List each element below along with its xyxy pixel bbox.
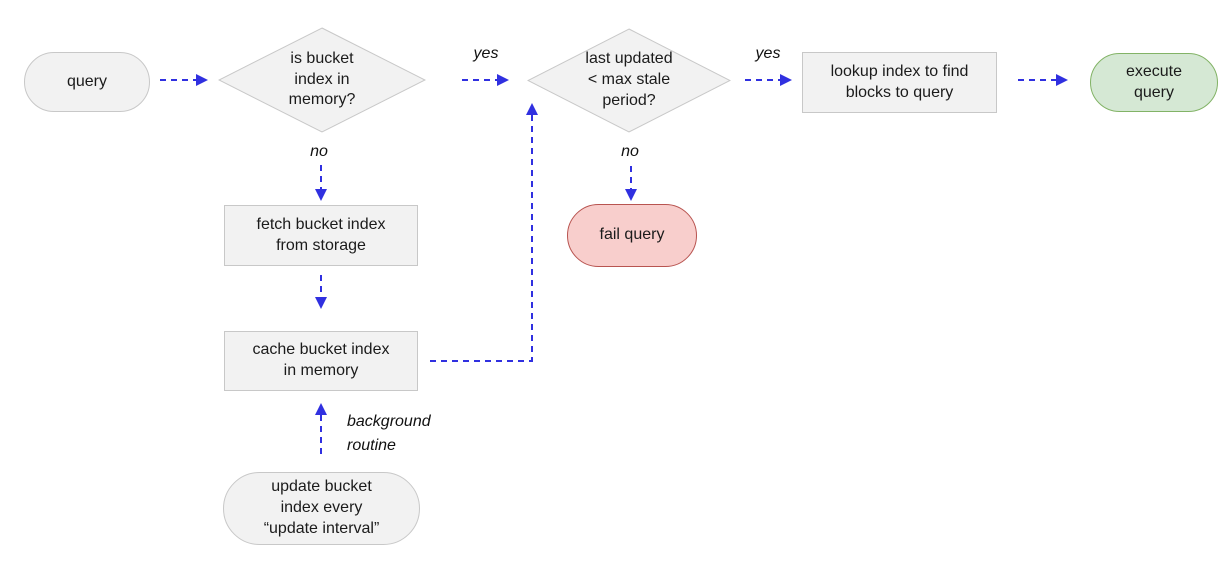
- edge-stale-to-fail-line: [630, 166, 632, 189]
- edge-label-yes-memory: yes: [473, 45, 499, 62]
- edge-label-yes-stale: yes: [755, 45, 781, 62]
- diamond-shape: [218, 27, 426, 133]
- edge-stale-to-lookup-line: [745, 79, 780, 81]
- edge-memory-to-stale-line: [462, 79, 497, 81]
- edge-memory-to-fetch-line: [320, 165, 322, 189]
- decision-last-updated-label: last updated < max stale period?: [585, 50, 673, 109]
- edge-fetch-to-cache-line: [320, 275, 322, 297]
- edge-stale-to-lookup-arrowhead: [780, 74, 792, 86]
- edge-update-to-cache-line: [320, 415, 322, 458]
- edge-cache-to-stale-arrowhead: [526, 103, 538, 115]
- node-execute-query: execute query: [1090, 53, 1218, 112]
- edge-cache-to-stale-hline: [430, 360, 533, 362]
- node-decision-last-updated: last updated < max stale period?: [527, 28, 731, 133]
- node-lookup-index: lookup index to find blocks to query: [802, 52, 997, 113]
- edge-memory-to-stale-arrowhead: [497, 74, 509, 86]
- edge-query-to-memory-line: [160, 79, 196, 81]
- edge-memory-to-fetch-arrowhead: [315, 189, 327, 201]
- node-fetch-bucket-index: fetch bucket index from storage: [224, 205, 418, 266]
- node-fail-query: fail query: [567, 204, 697, 267]
- edge-label-background-routine: background routine: [347, 413, 431, 454]
- edge-lookup-to-execute-arrowhead: [1056, 74, 1068, 86]
- node-query-start: query: [24, 52, 150, 112]
- node-update-bucket-index: update bucket index every “update interv…: [223, 472, 420, 545]
- edge-query-to-memory-arrowhead: [196, 74, 208, 86]
- edge-cache-to-stale-vline: [531, 115, 533, 361]
- edge-update-to-cache-arrowhead: [315, 403, 327, 415]
- edge-label-no-stale: no: [621, 143, 639, 160]
- node-cache-bucket-index: cache bucket index in memory: [224, 331, 418, 391]
- edge-lookup-to-execute-line: [1018, 79, 1056, 81]
- decision-index-in-memory-label: is bucket index in memory?: [288, 49, 356, 109]
- edge-label-no-memory: no: [310, 143, 328, 160]
- node-decision-index-in-memory: is bucket index in memory?: [218, 27, 426, 133]
- diamond-shape: [527, 28, 731, 133]
- edge-fetch-to-cache-arrowhead: [315, 297, 327, 309]
- edge-stale-to-fail-arrowhead: [625, 189, 637, 201]
